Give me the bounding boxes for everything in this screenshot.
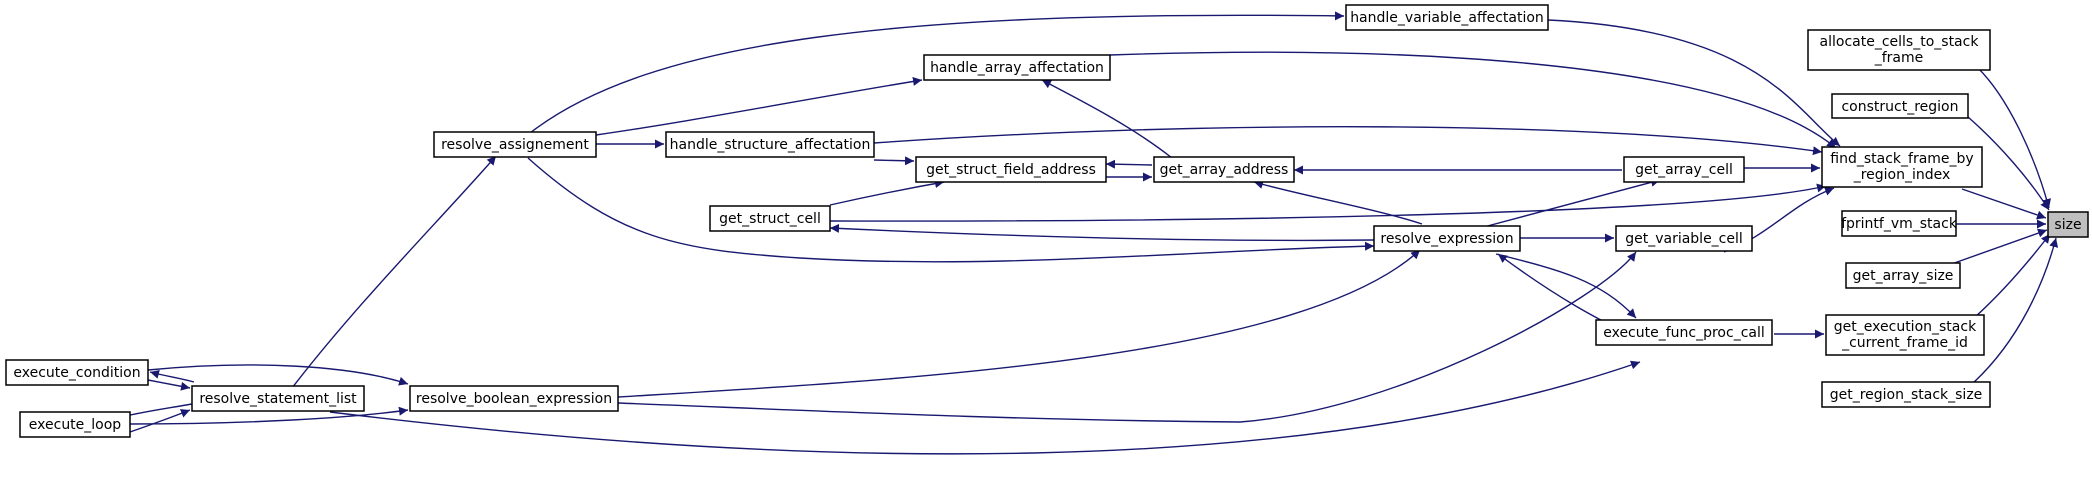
node-allocate-cells-to-stack-frame[interactable]: allocate_cells_to_stack _frame [1807,29,1991,71]
node-handle-array-affectation[interactable]: handle_array_affectation [923,54,1111,81]
node-construct-region[interactable]: construct_region [1831,93,1969,119]
svg-text:get_region_stack_size: get_region_stack_size [1830,387,1983,403]
svg-text:resolve_expression: resolve_expression [1380,231,1513,247]
node-find-stack-frame-by-region-index[interactable]: find_stack_frame_by _region_index [1821,146,1983,188]
node-get-array-address[interactable]: get_array_address [1153,156,1295,183]
svg-text:size: size [2054,217,2081,233]
svg-text:allocate_cells_to_stack: allocate_cells_to_stack [1820,34,1980,50]
edge-execute-condition-to-resolve-statement-list [147,379,191,391]
node-handle-variable-affectation[interactable]: handle_variable_affectation [1345,4,1549,31]
edge-handle-structure-affectation-to-find-stack-frame [873,126,1823,156]
edge-resolve-expression-to-get-array-cell [1479,177,1661,229]
edge-get-struct-cell-to-get-struct-field-address [829,179,945,206]
node-size[interactable]: size [2047,211,2089,238]
node-resolve-boolean-expression[interactable]: resolve_boolean_expression [409,385,619,412]
node-execute-condition[interactable]: execute_condition [5,359,149,386]
svg-text:get_array_size: get_array_size [1853,268,1954,284]
node-execute-func-proc-call[interactable]: execute_func_proc_call [1595,319,1773,346]
svg-text:execute_func_proc_call: execute_func_proc_call [1603,325,1765,341]
svg-text:find_stack_frame_by: find_stack_frame_by [1830,151,1973,167]
edge-execute-loop-to-resolve-statement-list [129,409,191,433]
svg-text:resolve_statement_list: resolve_statement_list [199,391,357,407]
node-get-struct-field-address[interactable]: get_struct_field_address [915,156,1107,183]
node-get-struct-cell[interactable]: get_struct_cell [709,205,831,232]
node-fprintf-vm-stack[interactable]: fprintf_vm_stack [1841,210,1958,237]
edge-get-region-stack-size-to-size [1971,237,2059,385]
edge-get-array-address-to-handle-array-affectation [1041,79,1173,159]
svg-text:execute_loop: execute_loop [29,417,122,433]
edge-get-array-address-to-get-struct-field-address [1105,159,1153,169]
edge-execute-loop-to-resolve-boolean-expression [129,406,409,425]
svg-text:get_array_cell: get_array_cell [1635,162,1733,178]
svg-text:_region_index: _region_index [1853,167,1951,183]
svg-text:resolve_assignement: resolve_assignement [441,137,589,153]
edge-get-struct-cell-to-find-stack-frame [829,183,1827,222]
edge-resolve-expression-to-get-array-address [1253,180,1423,225]
svg-text:handle_variable_affectation: handle_variable_affectation [1350,10,1544,26]
svg-text:_frame: _frame [1874,50,1924,66]
edge-find-stack-frame-to-size [1961,188,2047,220]
edge-resolve-statement-list-to-execute-condition [149,369,195,383]
edge-resolve-statement-list-to-resolve-assignement [291,155,497,389]
node-get-execution-stack-current-frame-id[interactable]: get_execution_stack _current_frame_id [1825,314,1985,356]
edge-handle-array-affectation-to-find-stack-frame [1109,51,1837,149]
edge-resolve-boolean-expression-to-resolve-expression [617,249,1421,398]
node-get-variable-cell[interactable]: get_variable_cell [1615,225,1753,252]
edge-allocate-cells-to-size [1977,67,2051,209]
node-get-array-size[interactable]: get_array_size [1845,262,1961,289]
node-handle-structure-affectation[interactable]: handle_structure_affectation [665,131,875,158]
node-get-region-stack-size[interactable]: get_region_stack_size [1821,381,1991,408]
edge-get-execution-stack-to-size [1973,233,2051,319]
edge-execute-condition-to-resolve-boolean-expression [147,364,409,386]
svg-text:get_execution_stack: get_execution_stack [1834,319,1977,335]
edge-handle-structure-affectation-to-get-struct-field-address [873,156,915,166]
edge-resolve-expression-to-execute-func-proc-call [1495,253,1637,319]
svg-text:handle_structure_affectation: handle_structure_affectation [670,137,871,153]
svg-text:get_struct_cell: get_struct_cell [719,211,821,227]
svg-text:_current_frame_id: _current_frame_id [1841,335,1968,351]
node-resolve-assignement[interactable]: resolve_assignement [433,131,597,158]
svg-text:get_array_address: get_array_address [1160,162,1289,178]
node-get-array-cell[interactable]: get_array_cell [1623,156,1745,183]
edge-construct-region-to-size [1967,116,2050,211]
svg-text:get_variable_cell: get_variable_cell [1625,231,1743,247]
edge-get-array-size-to-size [1945,228,2048,267]
svg-text:get_struct_field_address: get_struct_field_address [926,162,1096,178]
node-execute-loop[interactable]: execute_loop [19,411,131,438]
edge-resolve-expression-to-get-struct-cell [829,223,1375,242]
svg-text:fprintf_vm_stack: fprintf_vm_stack [1841,216,1958,232]
node-resolve-statement-list[interactable]: resolve_statement_list [191,385,365,412]
svg-text:handle_array_affectation: handle_array_affectation [930,60,1104,76]
svg-text:construct_region: construct_region [1841,99,1958,115]
edge-resolve-statement-list-to-execute-func-proc-call [329,360,1641,455]
edge-handle-variable-affectation-to-find-stack-frame [1547,19,1841,147]
edge-resolve-assignement-to-handle-array-affectation [595,77,923,136]
edge-resolve-assignement-to-handle-variable-affectation [529,11,1345,134]
edge-resolve-assignement-to-resolve-expression [527,157,1375,263]
svg-text:execute_condition: execute_condition [13,365,140,381]
edge-resolve-boolean-expression-to-get-variable-cell [617,251,1637,423]
node-resolve-expression[interactable]: resolve_expression [1373,225,1521,252]
svg-text:resolve_boolean_expression: resolve_boolean_expression [416,391,612,407]
